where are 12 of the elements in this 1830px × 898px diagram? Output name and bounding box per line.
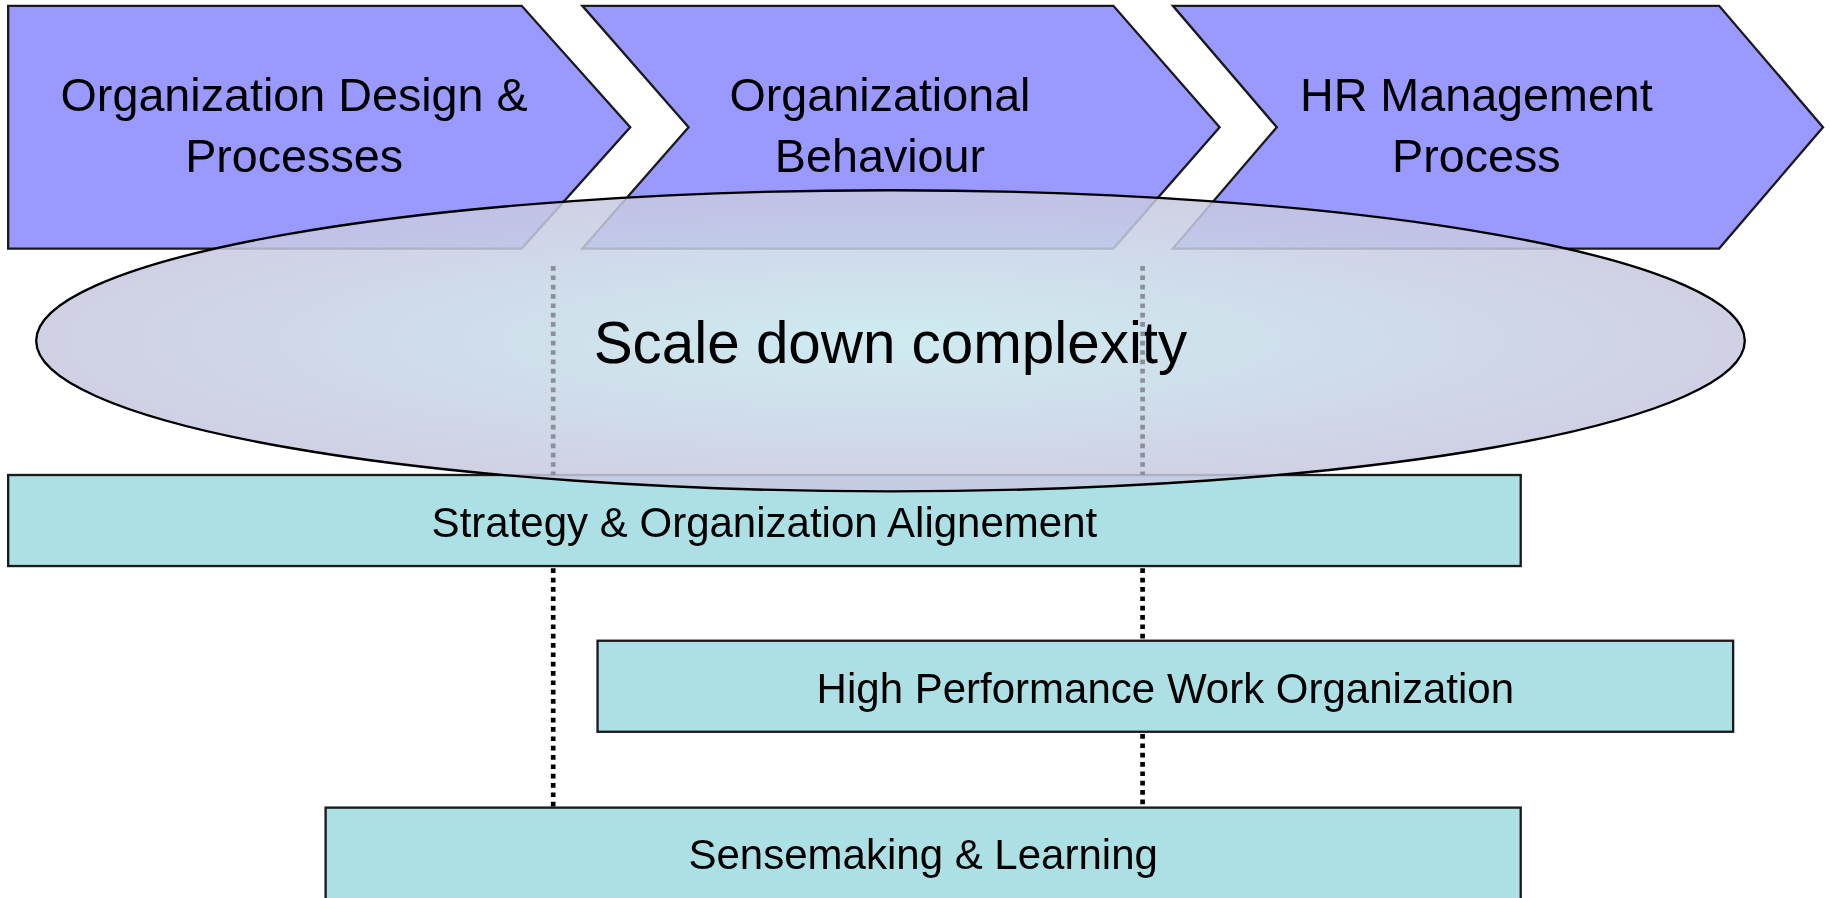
process-box <box>597 640 1734 732</box>
phase-label: Organization Design & Processes <box>59 67 529 183</box>
phase-label: Organizational Behaviour <box>728 67 1032 183</box>
box-label: Strategy & Organization Alignement <box>430 497 1099 549</box>
ellipse-shape <box>35 189 1746 493</box>
process-box <box>325 807 1521 898</box>
process-box <box>8 475 1521 567</box>
chevron-shape <box>1172 5 1823 249</box>
box-label: High Performance Work Organization <box>815 663 1516 715</box>
box-label: Sensemaking & Learning <box>687 830 1159 882</box>
ellipse-label: Scale down complexity <box>592 308 1189 378</box>
phase-label: HR Management Process <box>1298 67 1654 183</box>
